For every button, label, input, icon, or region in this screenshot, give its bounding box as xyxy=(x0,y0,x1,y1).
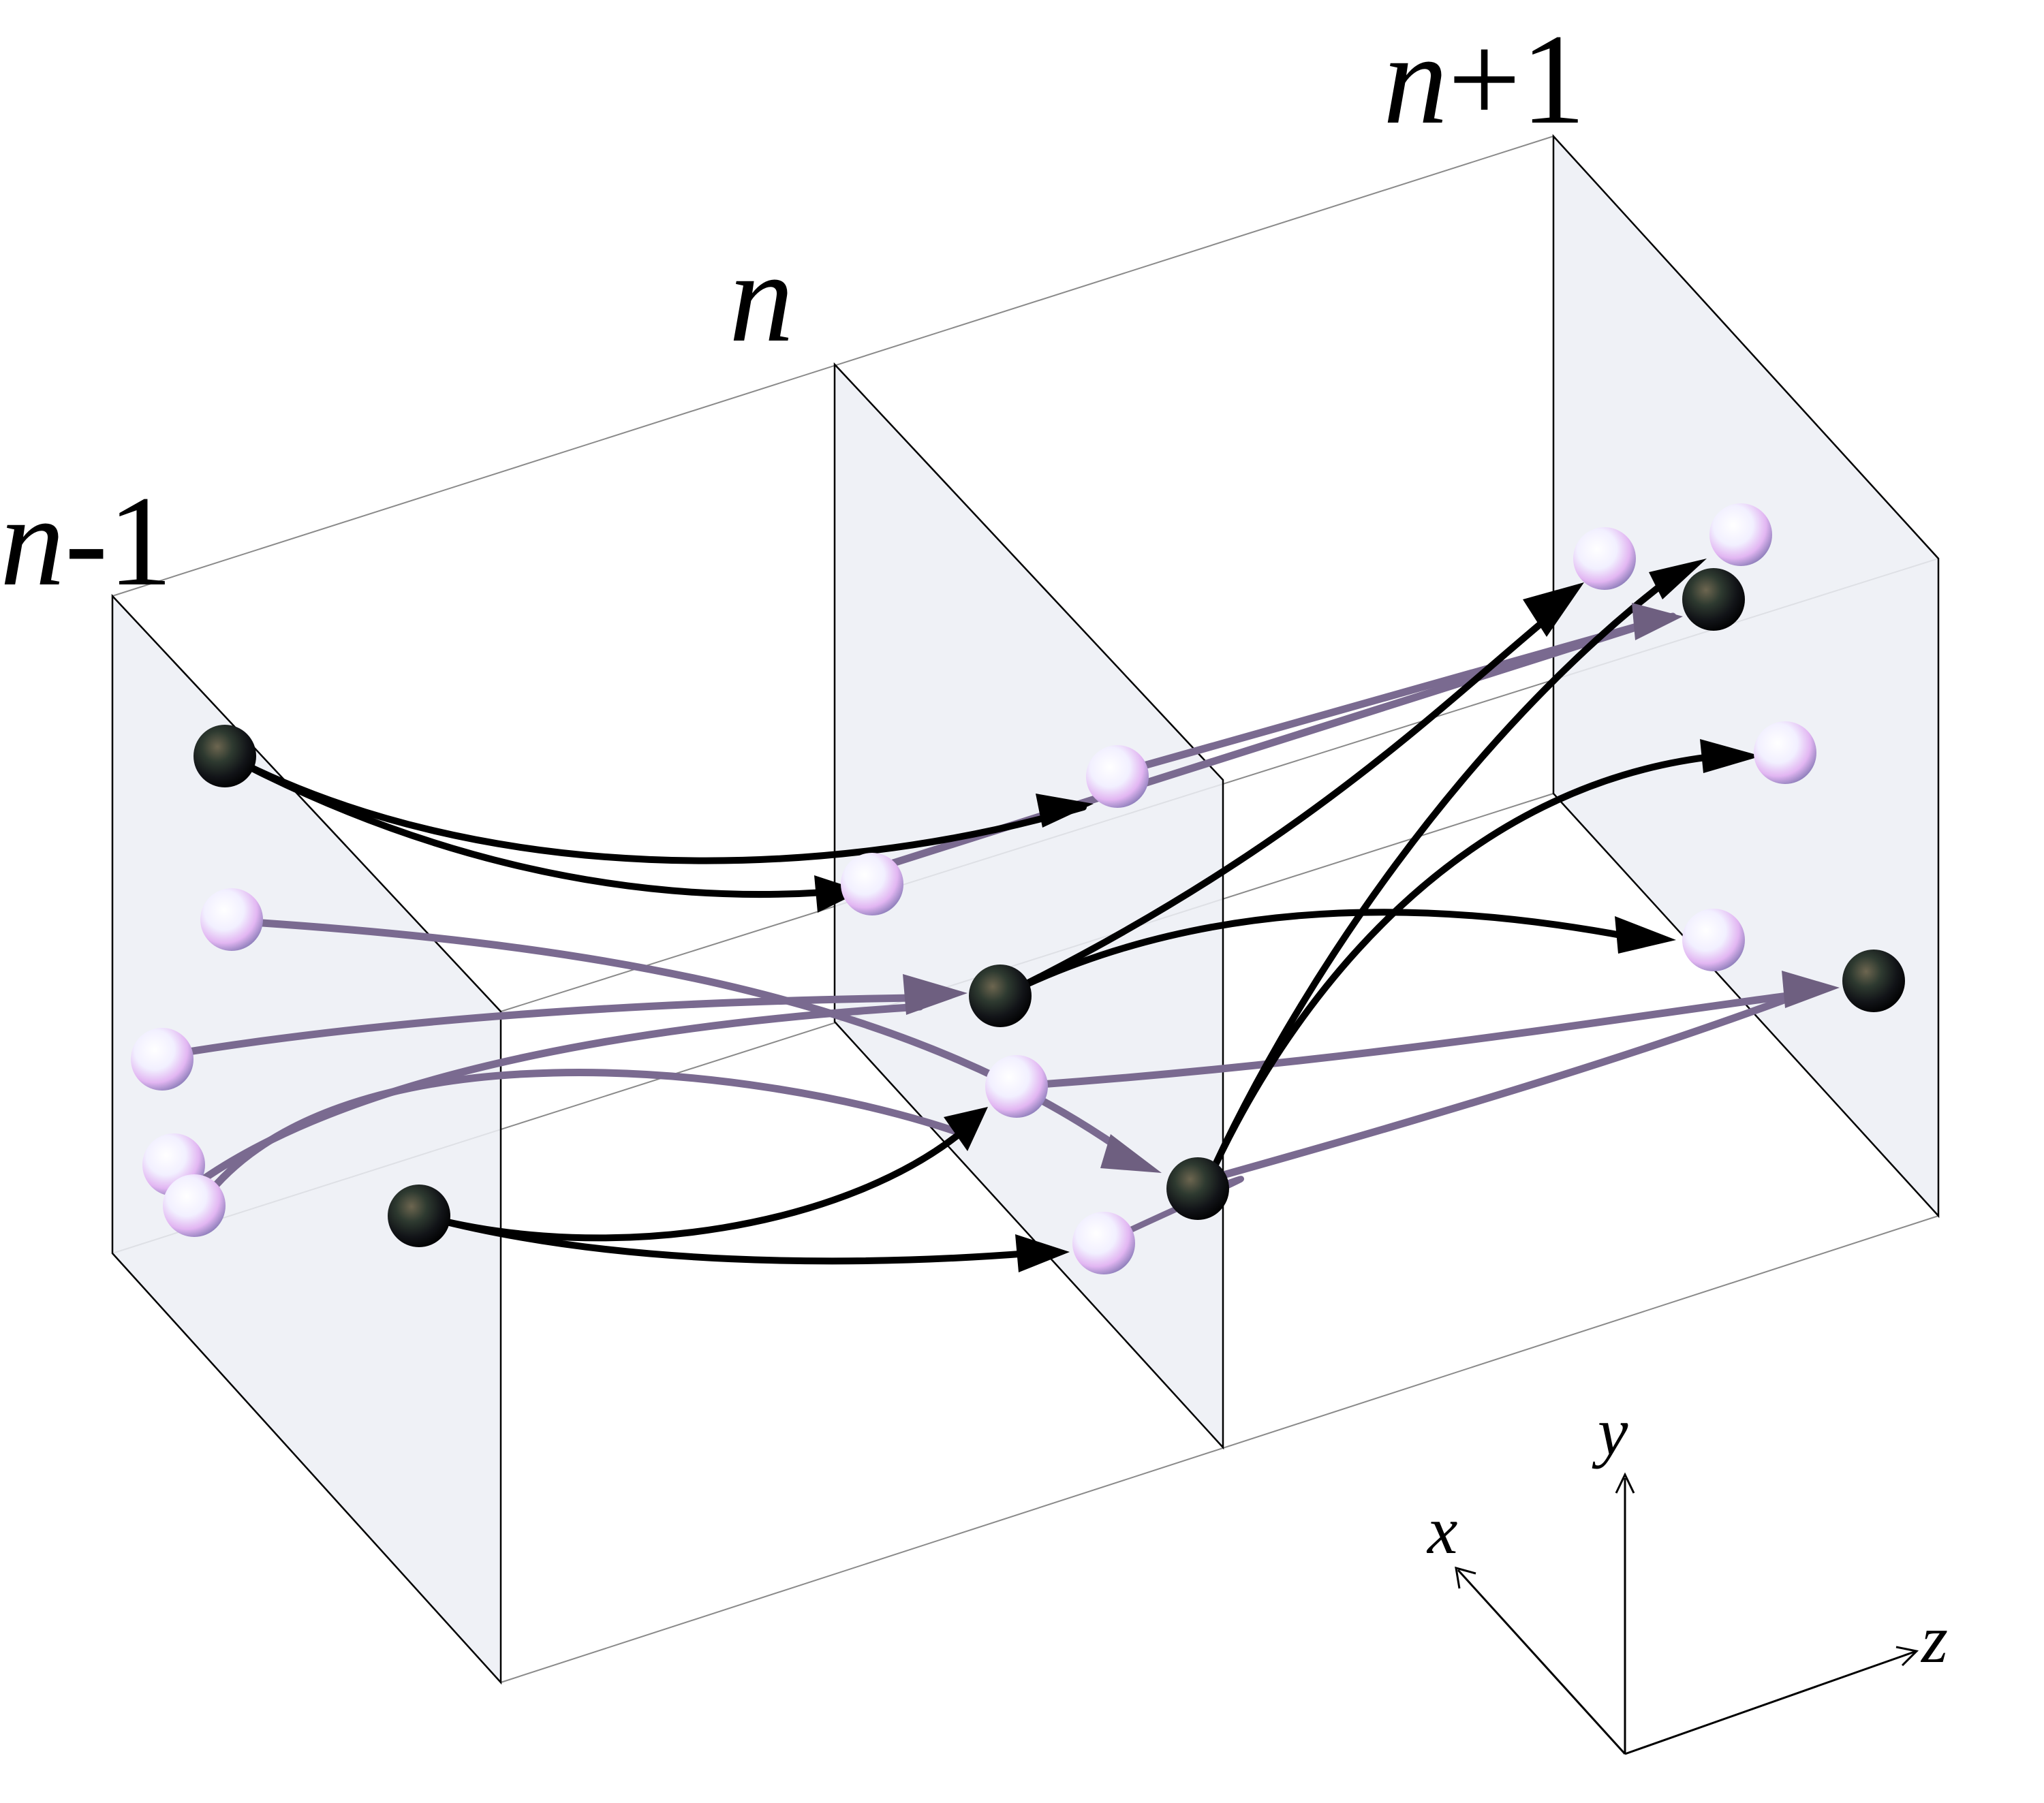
axis-label-y: y xyxy=(1592,1394,1628,1469)
purple-arrowhead xyxy=(903,974,967,1015)
purple-trajectory xyxy=(159,994,917,1060)
black-arrowhead xyxy=(814,875,862,913)
axis-y-arrow-icon xyxy=(1615,1472,1635,1494)
plane-prev-face xyxy=(111,593,502,1685)
black-arrowhead xyxy=(1700,739,1761,773)
white-sphere xyxy=(1754,721,1816,784)
white-sphere xyxy=(200,888,263,951)
axis-z-arrow-icon xyxy=(1895,1646,1919,1667)
white-sphere xyxy=(1072,1212,1135,1274)
white-sphere xyxy=(131,1028,193,1091)
axis-label-z: z xyxy=(1920,1601,1948,1677)
plane-labels: n-1 n n+1 xyxy=(0,8,1585,613)
plane-label-next-var: n xyxy=(1383,8,1448,151)
plane-label-next-suffix: +1 xyxy=(1448,8,1585,151)
black-trajectory xyxy=(419,1212,1032,1265)
white-sphere xyxy=(1709,503,1772,566)
trajectories xyxy=(159,576,1803,1265)
black-sphere xyxy=(193,725,256,787)
plane-label-prev-suffix: -1 xyxy=(65,470,172,613)
plane-label-prev: n-1 xyxy=(0,470,172,613)
black-trajectory xyxy=(1203,753,1720,1189)
plane-curr xyxy=(833,362,1224,1450)
particles xyxy=(131,503,1905,1274)
black-trajectory xyxy=(1002,610,1557,998)
purple-trajectory xyxy=(1195,990,1803,1186)
black-trajectory xyxy=(1002,909,1632,998)
black-arrowhead xyxy=(1615,916,1676,954)
black-arrowhead xyxy=(1015,1234,1070,1272)
black-trajectory xyxy=(225,753,1087,864)
black-arrowhead xyxy=(1649,559,1707,599)
axis-label-x: x xyxy=(1426,1492,1457,1568)
black-trajectory xyxy=(225,753,828,898)
white-sphere xyxy=(1682,909,1745,971)
purple-arrowhead xyxy=(1100,1134,1162,1173)
plane-next-face xyxy=(1552,134,1940,1219)
white-sphere xyxy=(985,1055,1048,1118)
plane-label-prev-var: n xyxy=(0,470,65,613)
plane-next xyxy=(1552,134,1940,1219)
plane-curr-face xyxy=(833,362,1224,1450)
plane-label-curr-var: n xyxy=(729,226,794,369)
black-sphere xyxy=(388,1185,450,1247)
frame-bottom-front xyxy=(500,1215,1939,1683)
white-sphere xyxy=(163,1174,226,1237)
purple-arrowhead xyxy=(1782,971,1840,1008)
white-sphere xyxy=(1573,527,1636,590)
purple-arrowhead xyxy=(1632,603,1683,640)
black-arrowhead xyxy=(944,1107,988,1151)
black-sphere xyxy=(1842,950,1905,1012)
plane-label-next: n+1 xyxy=(1383,8,1585,151)
purple-trajectory xyxy=(200,1069,958,1203)
white-sphere xyxy=(841,853,903,915)
black-sphere xyxy=(1166,1157,1229,1220)
axis-z-line xyxy=(1624,1650,1915,1755)
coordinate-axes xyxy=(1455,1472,1919,1755)
frame-top-back xyxy=(112,136,1554,597)
black-sphere xyxy=(1682,568,1745,631)
plane-label-curr: n xyxy=(729,226,794,369)
plane-prev xyxy=(111,593,502,1685)
white-sphere xyxy=(1086,745,1149,808)
black-arrowhead xyxy=(1523,582,1584,637)
purple-trajectory xyxy=(1113,612,1677,777)
purple-trajectory xyxy=(1008,990,1803,1091)
axis-x-line xyxy=(1457,1569,1626,1755)
black-arrowhead xyxy=(1036,794,1094,828)
black-sphere xyxy=(969,965,1032,1027)
black-trajectory xyxy=(419,1124,971,1242)
arrowheads xyxy=(814,559,1840,1272)
axis-x-arrow-icon xyxy=(1455,1566,1476,1589)
